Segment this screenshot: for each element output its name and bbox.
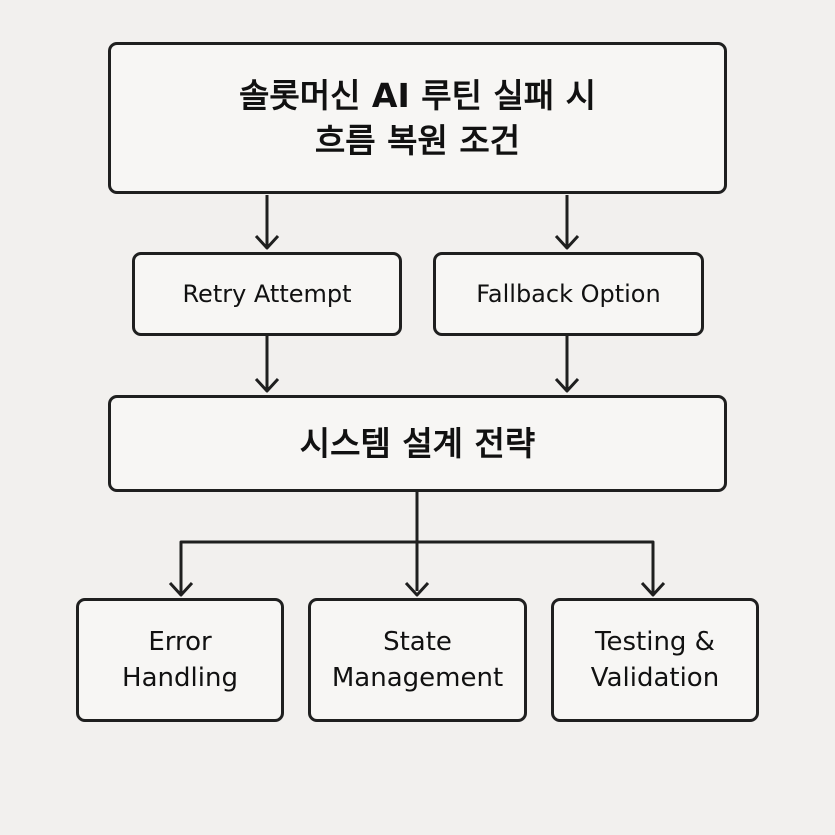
arrow-title-to-fallback <box>554 195 580 250</box>
error-handling-line-2: Handling <box>122 663 238 693</box>
error-handling-label: Error Handling <box>122 624 238 696</box>
arrow-fallback-to-strategy <box>554 336 580 393</box>
state-management-label: State Management <box>332 624 503 696</box>
arrow-strategy-to-components <box>168 492 666 597</box>
error-handling-line-1: Error <box>148 627 212 657</box>
state-management-line-2: Management <box>331 663 504 693</box>
fallback-option-box: Fallback Option <box>433 252 704 336</box>
testing-validation-line-2: Validation <box>590 663 720 693</box>
title-line-1: 솔롯머신 AI 루틴 실패 시 <box>238 76 596 115</box>
testing-validation-label: Testing & Validation <box>591 624 719 696</box>
system-design-strategy-label: 시스템 설계 전략 <box>299 424 536 463</box>
arrow-title-to-retry <box>254 195 280 250</box>
state-management-box: State Management <box>308 598 527 722</box>
title-line-2: 흐름 복원 조건 <box>314 121 521 160</box>
testing-validation-line-1: Testing & <box>595 627 715 657</box>
state-management-line-1: State <box>383 627 452 657</box>
retry-attempt-label: Retry Attempt <box>182 280 352 308</box>
error-handling-box: Error Handling <box>76 598 284 722</box>
retry-attempt-box: Retry Attempt <box>132 252 402 336</box>
title-box: 솔롯머신 AI 루틴 실패 시 흐름 복원 조건 <box>108 42 727 194</box>
title-text: 솔롯머신 AI 루틴 실패 시 흐름 복원 조건 <box>239 73 596 163</box>
arrow-retry-to-strategy <box>254 336 280 393</box>
system-design-strategy-box: 시스템 설계 전략 <box>108 395 727 492</box>
fallback-option-label: Fallback Option <box>476 280 661 308</box>
testing-validation-box: Testing & Validation <box>551 598 759 722</box>
